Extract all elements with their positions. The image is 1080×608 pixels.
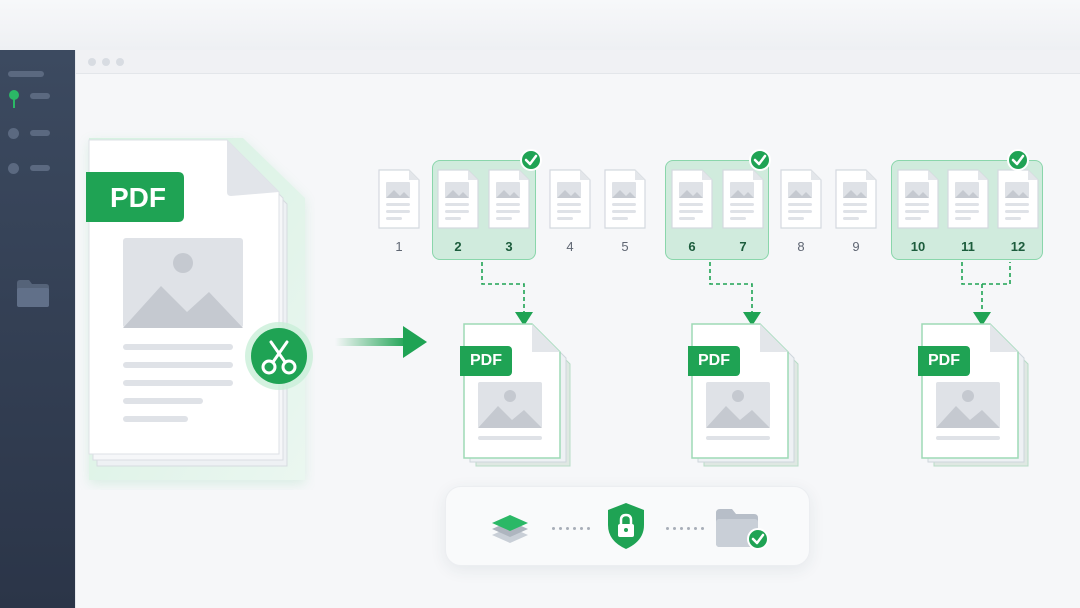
- window-control-dot[interactable]: [116, 58, 124, 66]
- output-pdf-document: [463, 323, 571, 467]
- page-number: 1: [395, 239, 403, 254]
- output-pdf-document: [691, 323, 799, 467]
- page-thumbnail[interactable]: 1: [377, 168, 421, 254]
- source-pdf-document[interactable]: [75, 130, 315, 490]
- page-thumbnail[interactable]: 2: [436, 168, 480, 254]
- page-preview: [604, 169, 646, 229]
- page-number: 12: [1010, 239, 1026, 254]
- dashed-connector-arrow: [709, 262, 761, 326]
- page-thumbnail[interactable]: 11: [946, 168, 990, 254]
- shield-lock-icon[interactable]: [604, 501, 648, 551]
- action-tray: [445, 486, 810, 566]
- check-icon: [520, 149, 542, 171]
- output-pdf-document: [921, 323, 1029, 467]
- page-number: 5: [621, 239, 629, 254]
- page-thumbnail[interactable]: 7: [721, 168, 765, 254]
- pdf-badge: PDF: [460, 346, 512, 376]
- page-preview: [997, 169, 1039, 229]
- scissors-icon: [261, 340, 297, 375]
- sidebar-item-2-dot: [8, 128, 19, 139]
- pdf-badge-label: PDF: [110, 182, 166, 213]
- page-thumbnail[interactable]: 8: [779, 168, 823, 254]
- page-thumbnail[interactable]: 10: [896, 168, 940, 254]
- page-number: 7: [739, 239, 747, 254]
- sidebar-item-2[interactable]: [30, 130, 50, 136]
- sidebar-title-bar: [8, 71, 44, 77]
- window-control-dot[interactable]: [88, 58, 96, 66]
- page-number: 4: [566, 239, 574, 254]
- window-control-dot[interactable]: [102, 58, 110, 66]
- check-icon: [1007, 149, 1029, 171]
- top-band: [0, 0, 1080, 50]
- pdf-badge: PDF: [688, 346, 740, 376]
- output-pdf-file[interactable]: PDF: [916, 320, 1041, 470]
- page-thumbnail[interactable]: 6: [670, 168, 714, 254]
- pdf-badge: PDF: [918, 346, 970, 376]
- page-number: 9: [852, 239, 860, 254]
- check-icon: [749, 149, 771, 171]
- page-preview: [780, 169, 822, 229]
- pdf-badge: PDF: [86, 172, 184, 222]
- dotted-separator: [666, 527, 708, 531]
- page-thumbnail[interactable]: 4: [548, 168, 592, 254]
- layers-icon[interactable]: [488, 505, 532, 549]
- sidebar-item-3-dot: [8, 163, 19, 174]
- page-preview: [549, 169, 591, 229]
- page-number: 6: [688, 239, 696, 254]
- page-number: 8: [797, 239, 805, 254]
- page-number: 11: [961, 239, 975, 254]
- page-number: 10: [910, 239, 926, 254]
- output-pdf-file[interactable]: PDF: [686, 320, 811, 470]
- dashed-connector-arrow: [961, 262, 1011, 326]
- sidebar: [0, 50, 75, 608]
- page-preview: [671, 169, 713, 229]
- page-number: 3: [505, 239, 513, 254]
- window-titlebar: [76, 50, 1080, 74]
- page-thumbnail[interactable]: 3: [487, 168, 531, 254]
- sidebar-item-1[interactable]: [30, 93, 50, 99]
- page-preview: [488, 169, 530, 229]
- location-pin-icon[interactable]: [8, 90, 20, 108]
- page-preview: [722, 169, 764, 229]
- sidebar-item-3[interactable]: [30, 165, 50, 171]
- page-preview: [437, 169, 479, 229]
- page-preview: [835, 169, 877, 229]
- output-pdf-file[interactable]: PDF: [458, 320, 583, 470]
- page-thumbnail[interactable]: 12: [996, 168, 1040, 254]
- arrow-right-icon: [335, 326, 427, 358]
- split-button[interactable]: [242, 314, 316, 398]
- page-thumbnail[interactable]: 9: [834, 168, 878, 254]
- dotted-separator: [552, 527, 594, 531]
- page-thumbnail[interactable]: 5: [603, 168, 647, 254]
- page-number: 2: [454, 239, 462, 254]
- page-preview: [897, 169, 939, 229]
- page-preview: [378, 169, 420, 229]
- dashed-connector-arrow: [481, 262, 533, 326]
- folder-check-icon[interactable]: [714, 505, 774, 553]
- folder-icon[interactable]: [16, 278, 50, 308]
- page-preview: [947, 169, 989, 229]
